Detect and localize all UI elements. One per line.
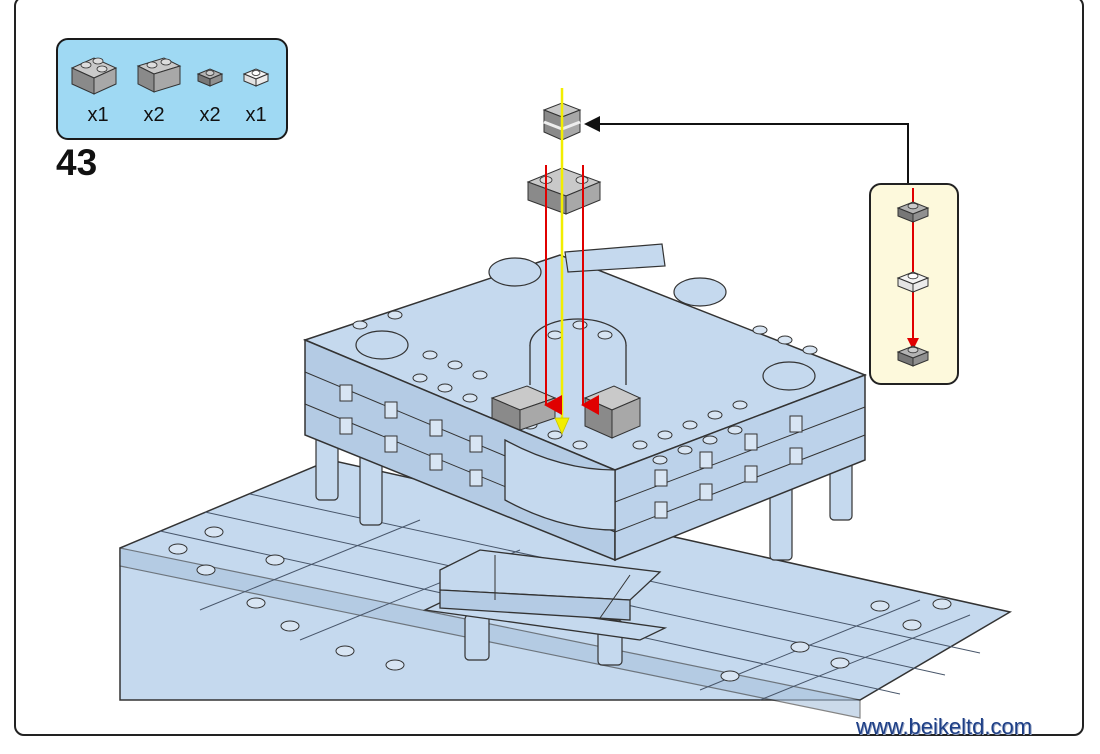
bench-piece: [422, 549, 668, 641]
plate-1x1-transparent-icon: [896, 271, 930, 293]
parts-list-box: x1 x2 x2 x1: [56, 38, 288, 140]
plate-1x1-dark-gray-icon: [196, 68, 224, 87]
placement-arrows: [544, 88, 599, 435]
plate-1x1-dark-gray-icon: [896, 345, 930, 367]
parts-icons: [70, 57, 270, 95]
brick-1x2-gray-icon: [136, 57, 182, 93]
website-link[interactable]: www.beikeltd.com: [856, 714, 1033, 739]
callout-arrow: [584, 116, 909, 183]
part-qty: x1: [87, 104, 109, 126]
plate-1x1-dark-gray-icon: [896, 201, 930, 223]
part-qty: x2: [199, 104, 221, 126]
sub-assembly-parts: [896, 188, 930, 367]
floating-corner-brick: [526, 167, 602, 215]
step-number: 43: [56, 142, 98, 183]
page-border: [14, 0, 1084, 736]
plate-1x1-transparent-icon: [242, 68, 270, 87]
part-qty: x2: [143, 104, 165, 126]
corner-brick-2x2-gray-icon: [70, 57, 118, 95]
part-qty: x1: [245, 104, 267, 126]
